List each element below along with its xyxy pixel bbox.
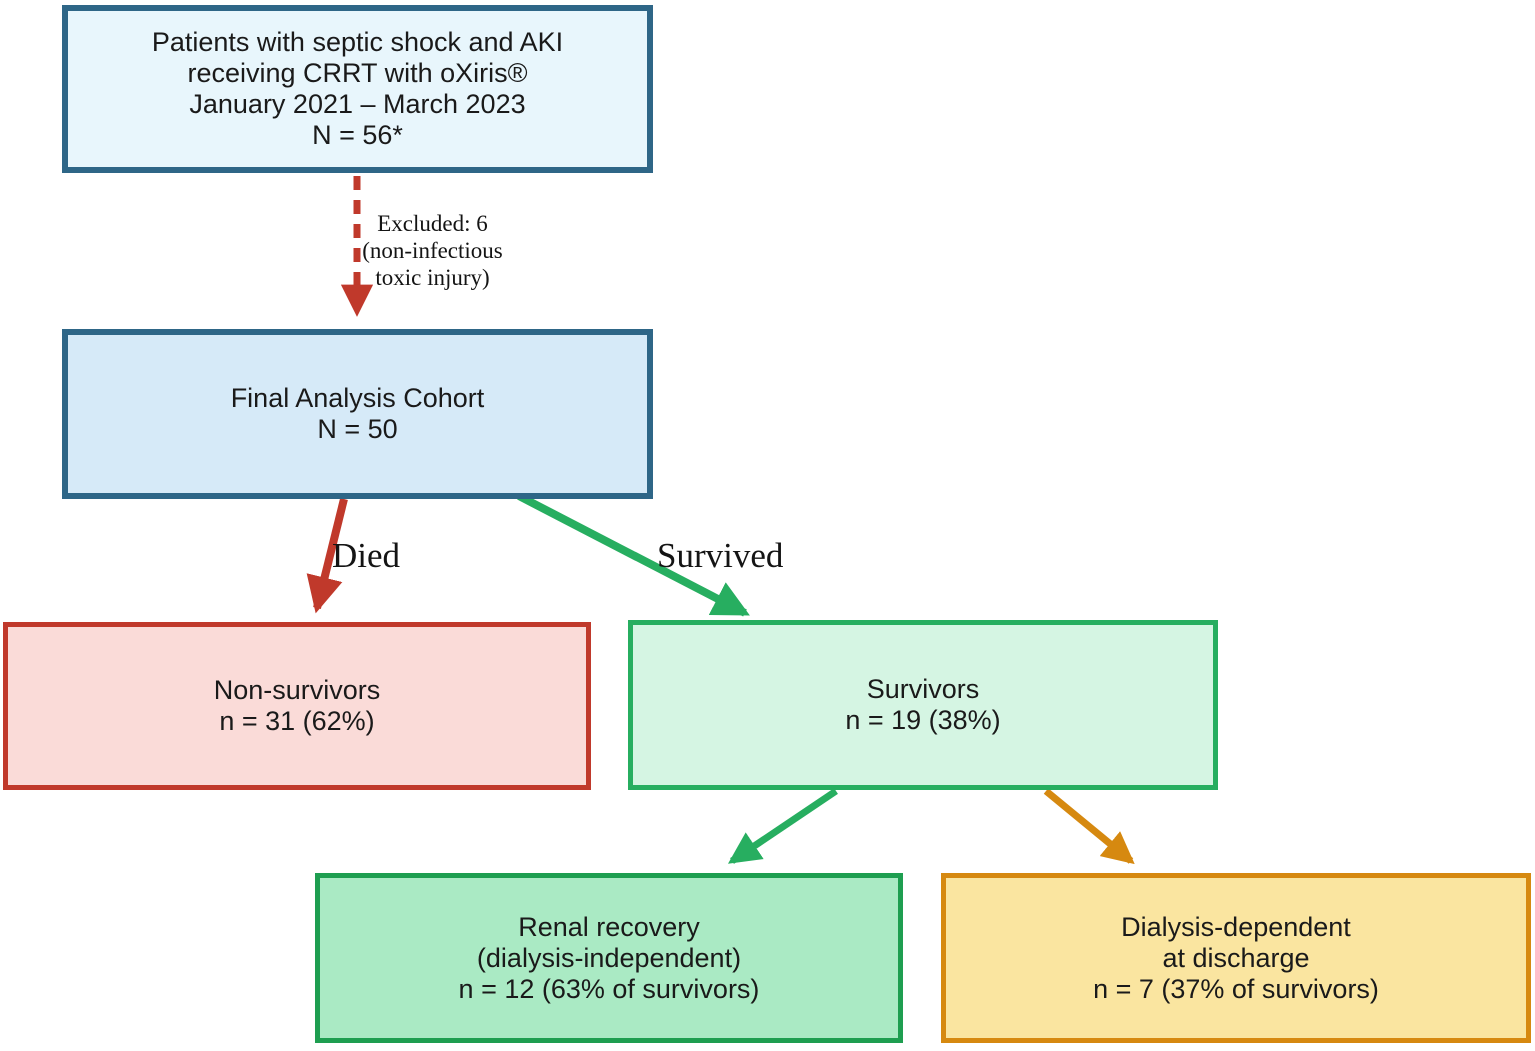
non-survivors-line-2: n = 31 (62%) — [219, 706, 375, 736]
excluded-label-line-1: Excluded: 6 — [377, 211, 488, 236]
died-label: Died — [332, 536, 401, 575]
enrollment-box: Patients with septic shock and AKI recei… — [62, 5, 653, 173]
dialysis-arrow — [1043, 788, 1135, 865]
dialysis-line-1: Dialysis-dependent — [1121, 911, 1351, 942]
enrollment-line-4: N = 56* — [312, 120, 403, 150]
excluded-label-line-2: (non-infectious — [362, 238, 503, 263]
non-survivors-line-1: Non-survivors — [213, 675, 381, 705]
survivors-box: Survivors n = 19 (38%) — [628, 620, 1218, 790]
excluded-label: Excluded: 6 (non-infectious toxic injury… — [330, 210, 535, 291]
excluded-label-line-3: toxic injury) — [375, 265, 490, 290]
renal-recovery-line-3: n = 12 (63% of survivors) — [458, 973, 760, 1004]
dialysis-line-2: at discharge — [1162, 942, 1310, 973]
renal-recovery-line-2: (dialysis-independent) — [476, 942, 742, 973]
renal-recovery-arrow — [727, 788, 838, 864]
renal-recovery-box: Renal recovery (dialysis-independent) n … — [315, 873, 903, 1043]
survivors-line-1: Survivors — [866, 674, 980, 704]
enrollment-line-3: January 2021 – March 2023 — [189, 89, 526, 119]
final-cohort-line-2: N = 50 — [317, 414, 398, 444]
survivors-line-2: n = 19 (38%) — [845, 705, 1001, 735]
enrollment-line-1: Patients with septic shock and AKI — [151, 27, 564, 57]
survived-label: Survived — [657, 536, 784, 575]
dialysis-dependent-box: Dialysis-dependent at discharge n = 7 (3… — [941, 873, 1531, 1043]
dialysis-line-3: n = 7 (37% of survivors) — [1093, 973, 1379, 1004]
enrollment-line-2: receiving CRRT with oXiris® — [187, 58, 528, 88]
renal-recovery-line-1: Renal recovery — [518, 911, 700, 942]
final-cohort-line-1: Final Analysis Cohort — [230, 383, 485, 413]
non-survivors-box: Non-survivors n = 31 (62%) — [3, 622, 591, 790]
final-analysis-cohort-box: Final Analysis Cohort N = 50 — [62, 329, 653, 499]
